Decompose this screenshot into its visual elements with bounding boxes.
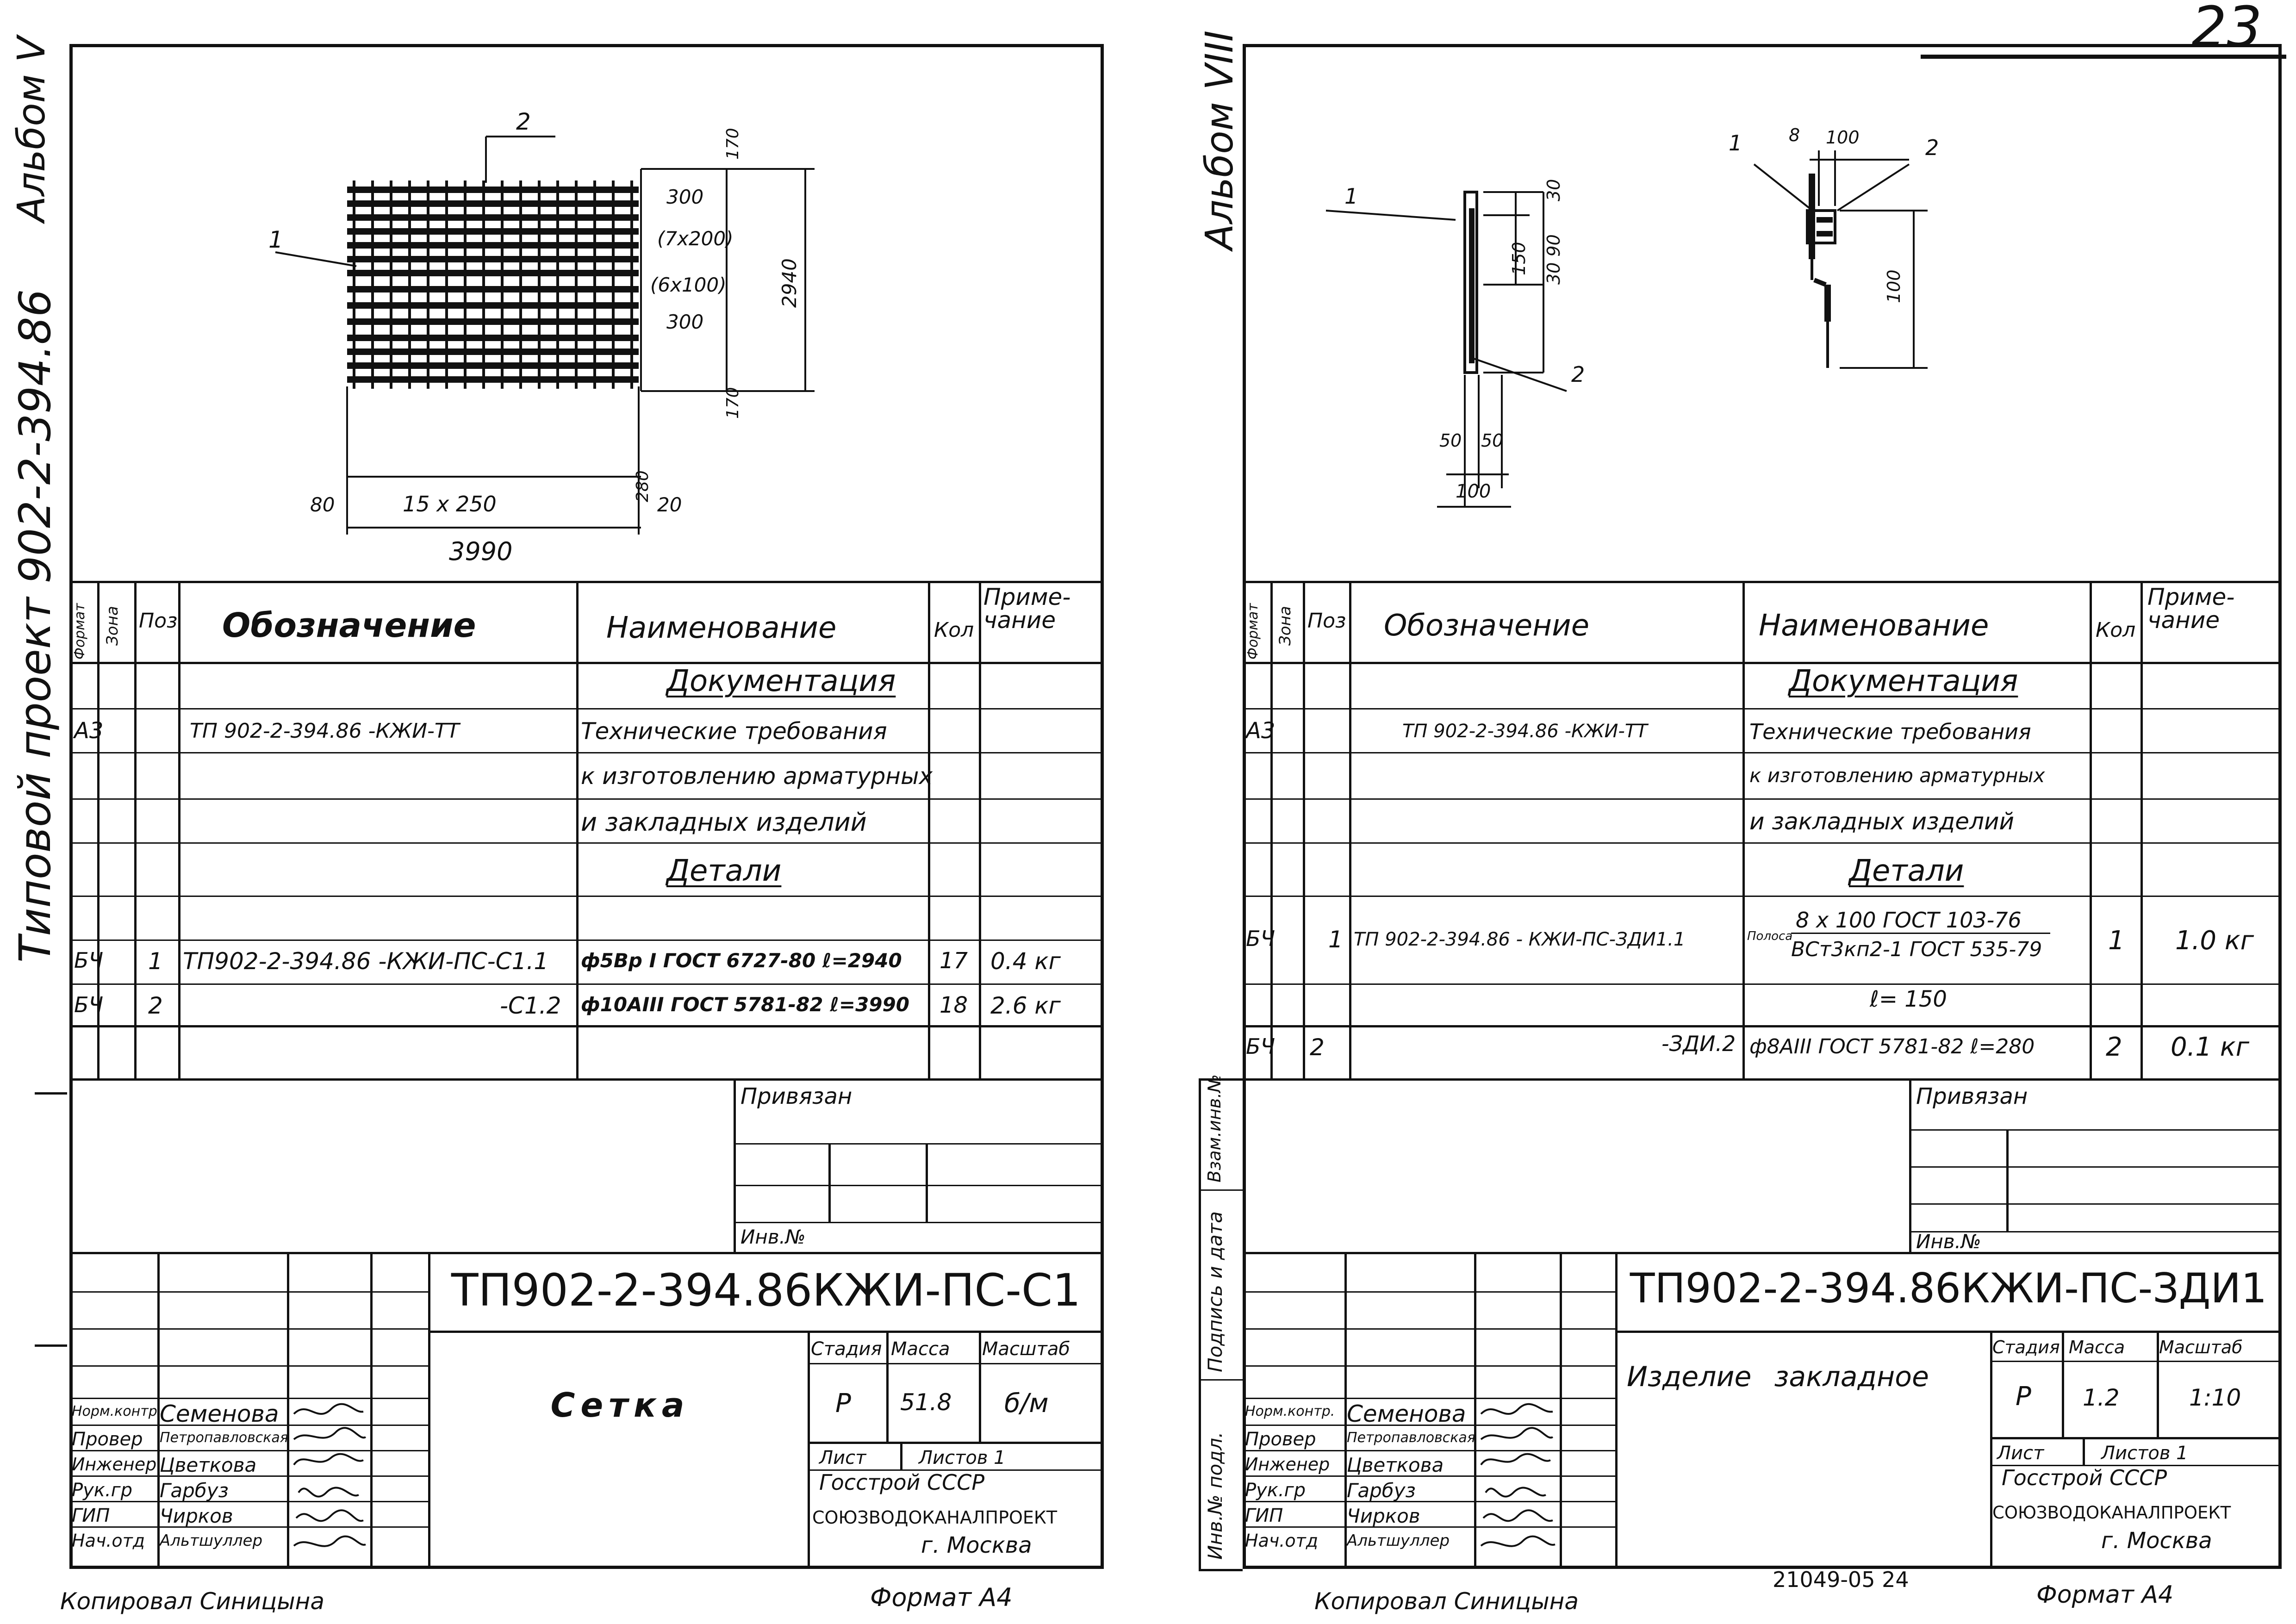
top-rule [1921, 55, 2286, 59]
right-title-code: ТП902-2-394.86КЖИ-ПС-ЗДИ1 [1630, 1264, 2267, 1312]
left-copied-by: Копировал Синицына [60, 1588, 324, 1615]
svg-text:1: 1 [1729, 131, 1742, 156]
left-pos-2-label: 2 [516, 108, 531, 135]
svg-text:50: 50 [1439, 430, 1462, 451]
svg-text:170: 170 [723, 128, 742, 160]
left-format: Формат А4 [870, 1583, 1013, 1612]
svg-text:150: 150 [1509, 242, 1529, 275]
right-copied-by: Копировал Синицына [1314, 1588, 1579, 1615]
svg-text:15 x 250: 15 x 250 [403, 492, 497, 516]
right-signatures [1480, 1403, 1556, 1547]
svg-text:100: 100 [1456, 481, 1491, 502]
svg-text:30: 30 [1543, 179, 1564, 201]
svg-text:1: 1 [1344, 184, 1358, 209]
right-format: Формат А4 [2036, 1581, 2174, 1609]
left-signatures [293, 1403, 367, 1547]
left-title-name: Сетка [550, 1386, 690, 1425]
svg-text:2: 2 [1925, 135, 1939, 160]
svg-text:8: 8 [1789, 125, 1800, 145]
bottom-number: 21049-05 24 [1773, 1567, 1909, 1592]
left-title-code: ТП902-2-394.86КЖИ-ПС-С1 [451, 1264, 1081, 1316]
svg-text:100: 100 [1884, 269, 1904, 303]
left-album-label: Альбом V [10, 36, 54, 222]
svg-text:100: 100 [1826, 127, 1860, 148]
left-project-label: Типовой проект 902-2-394.86 [10, 289, 61, 963]
left-sheet-frame [69, 44, 1104, 1569]
svg-text:(6x100): (6x100) [650, 274, 727, 296]
left-margin-tick-2 [35, 1344, 67, 1347]
right-sheet-frame [1243, 44, 2282, 1569]
svg-text:300: 300 [666, 311, 703, 333]
right-title-name: Изделие закладное [1627, 1361, 1929, 1393]
svg-text:20: 20 [657, 493, 682, 516]
svg-text:280: 280 [633, 470, 652, 502]
left-mesh-drawing: 1 2 170 300 (7x200) (6x100) 300 170 2940… [268, 108, 815, 566]
left-margin-tick-1 [35, 1092, 67, 1095]
svg-text:170: 170 [723, 387, 742, 419]
left-pos-1-label: 1 [268, 226, 283, 253]
right-embedded-part-drawing: 1 2 30 30 90 150 50 50 100 1 8 100 2 100 [1325, 125, 1939, 508]
right-album-label: Альбом VIII [1198, 30, 1242, 250]
svg-text:3990: 3990 [449, 537, 512, 566]
svg-text:50: 50 [1481, 430, 1503, 451]
right-side-strip [1199, 1078, 1201, 1569]
svg-text:300: 300 [666, 186, 703, 208]
svg-text:30 90: 30 90 [1543, 234, 1564, 285]
svg-text:80: 80 [310, 493, 335, 516]
svg-text:(7x200): (7x200) [657, 227, 734, 250]
svg-text:2940: 2940 [778, 258, 801, 308]
svg-text:2: 2 [1571, 362, 1585, 387]
